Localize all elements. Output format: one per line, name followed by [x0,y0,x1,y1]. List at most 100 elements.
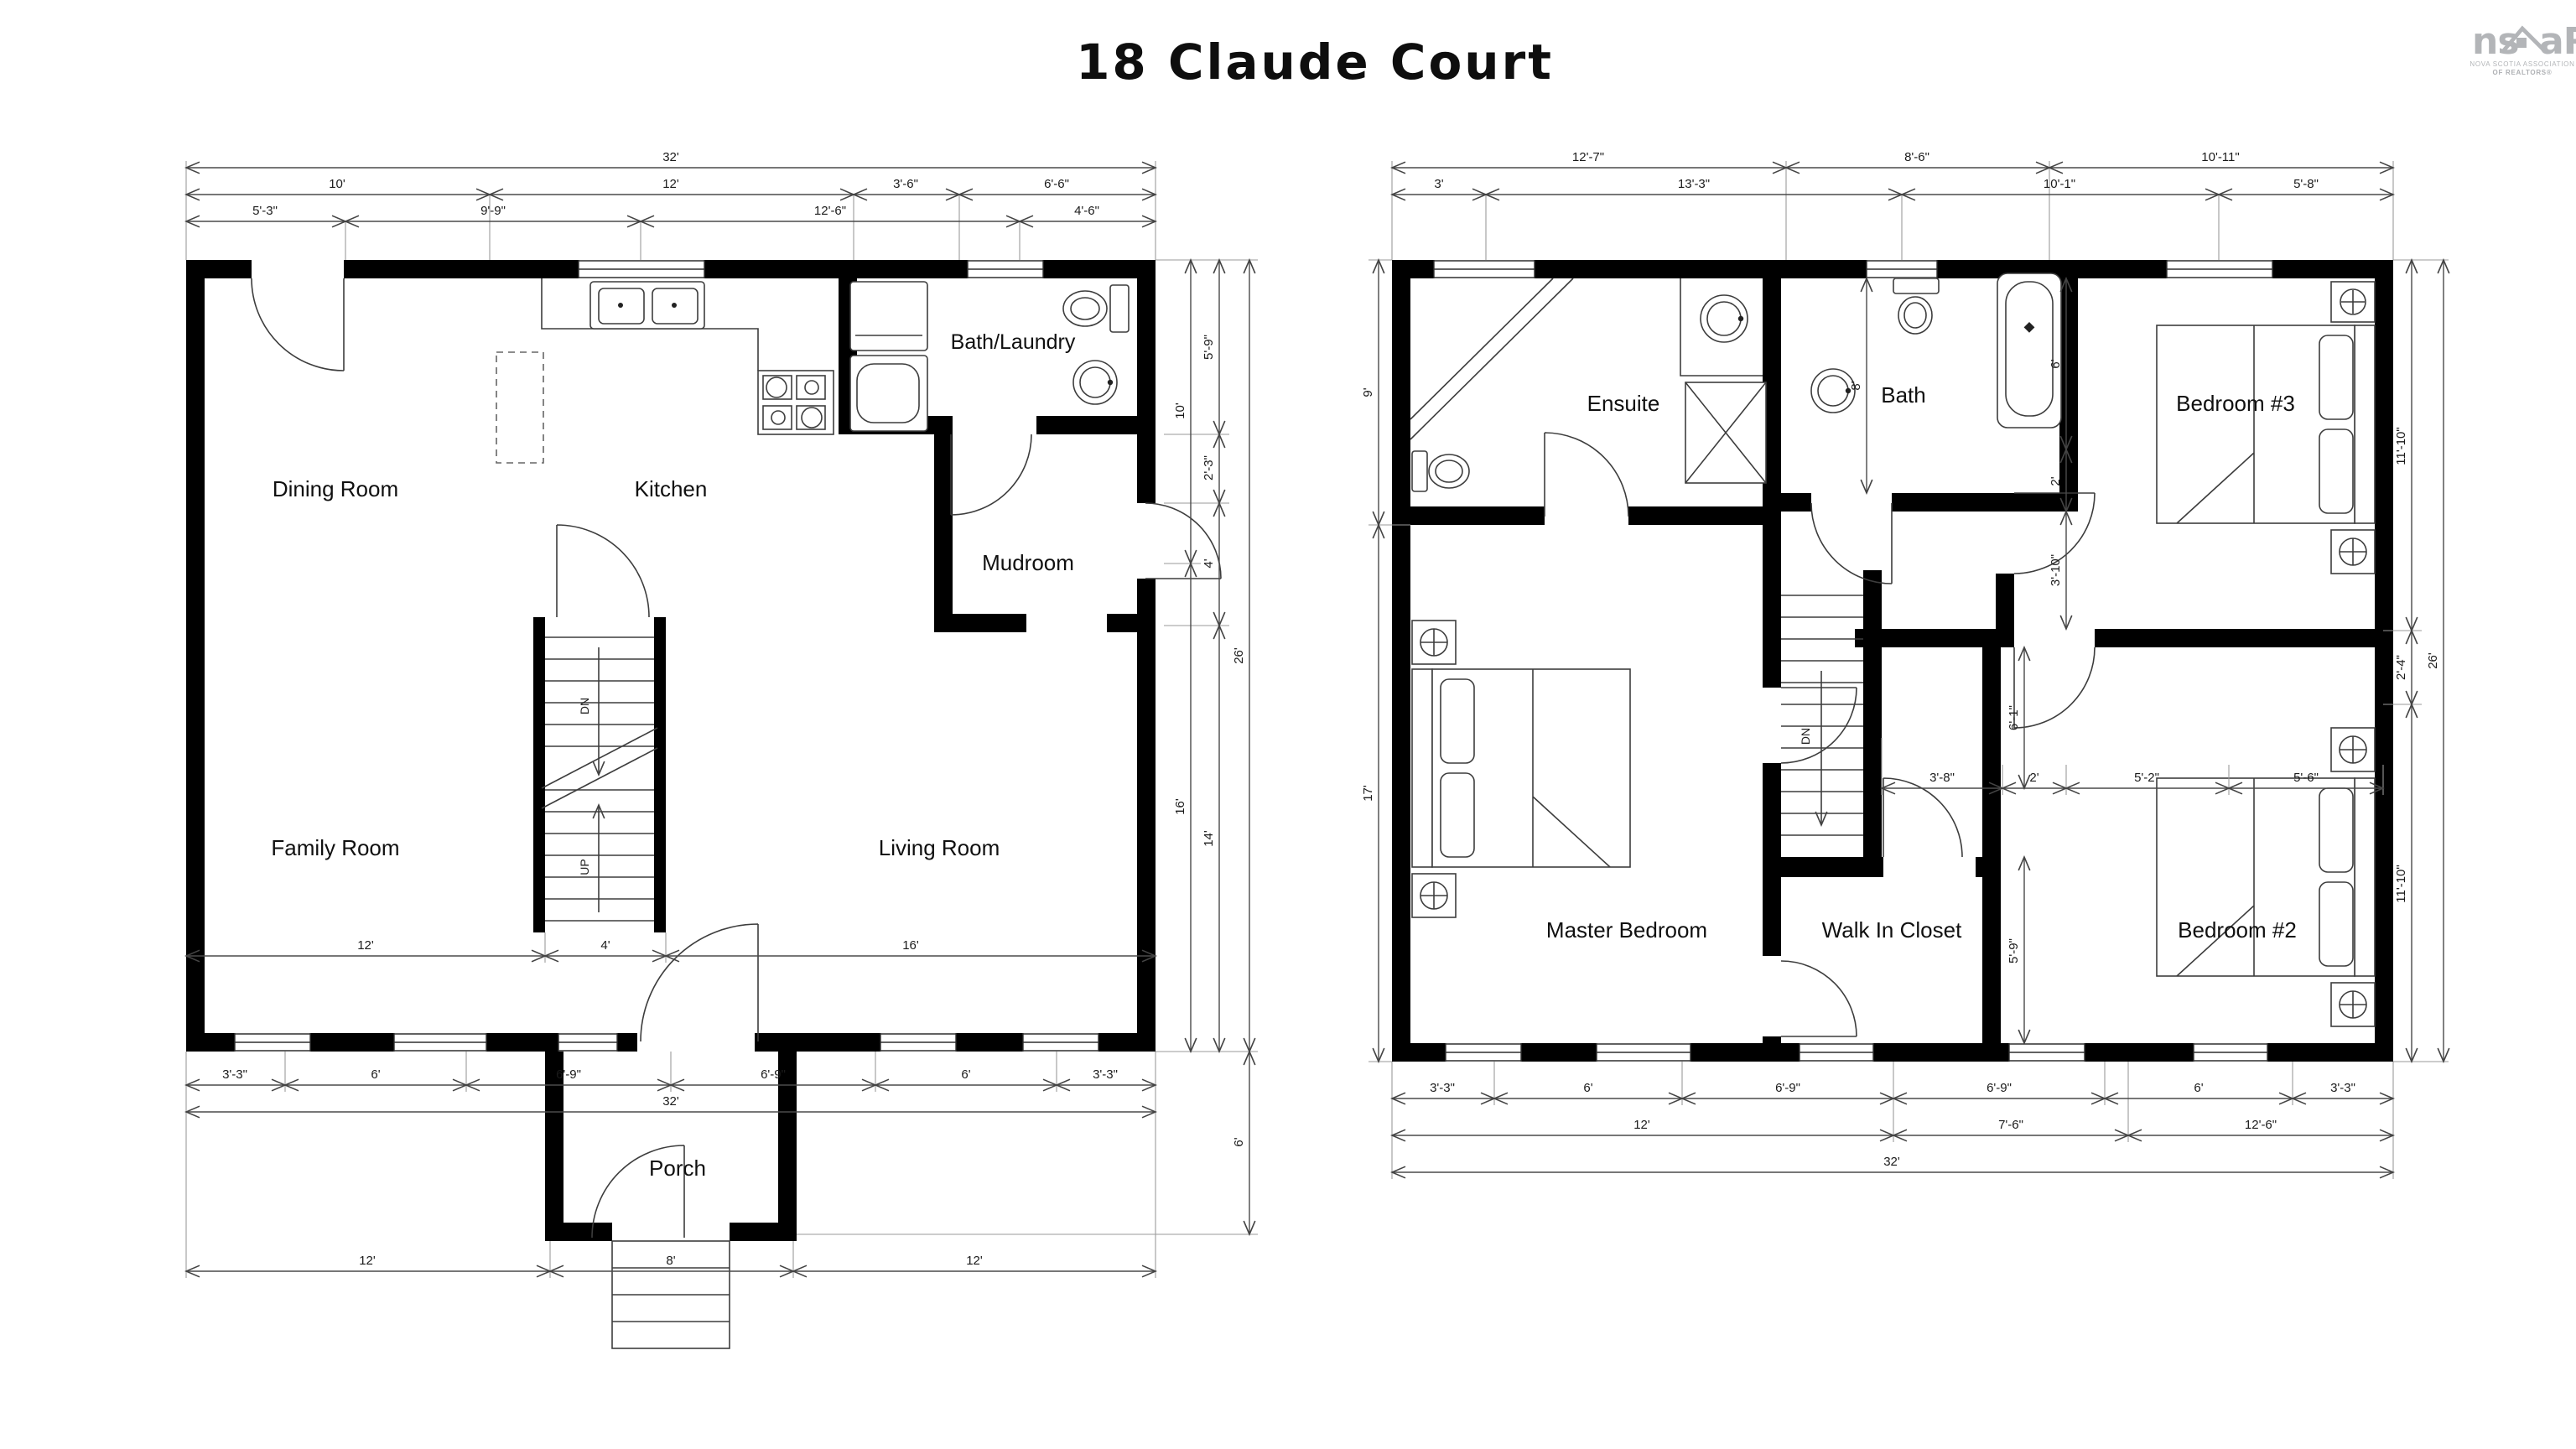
dimension-label: 9' [1361,387,1375,397]
ensuite-fixtures [1410,278,1767,492]
window-icon [967,260,1044,278]
staircase-first-floor [541,636,658,922]
dimension-label: 26' [1232,647,1246,664]
room-label: Mudroom [982,550,1074,575]
room-label: Bath [1881,382,1926,408]
dimension-label: 6'-9" [1987,1081,2012,1095]
window-icon [1596,1043,1691,1062]
window-icon [558,1033,618,1052]
room-label: Ensuite [1587,391,1660,416]
dimension-label: 32' [1883,1155,1900,1169]
logo-tagline-2: OF REALTORS® [2493,69,2553,76]
dimension-label: 6'-6" [1044,177,1069,191]
window-icon [2008,1043,2085,1062]
shower-stall-icon [1685,382,1767,484]
dimension-label: 10'-1" [2044,177,2075,191]
room-label: Dining Room [273,476,398,501]
room-label: Bedroom #3 [2176,391,2295,416]
dimension-label: 6' [371,1067,380,1082]
dimension-label: 26' [2426,652,2440,669]
dimension-label: 12'-6" [2245,1118,2277,1132]
stove-icon [757,370,834,435]
first-floor-plan [186,260,1222,1349]
dimension-label: 5'-9" [1202,335,1216,360]
dimension-label: 12'-7" [1572,150,1604,164]
window-icon [393,1033,487,1052]
dimension-label: 32' [662,1094,679,1109]
window-icon [1799,1043,1874,1062]
window-icons [234,260,2273,1062]
logo-roof-window-icon [2516,38,2527,48]
dimension-label: 8'-6" [1904,150,1929,164]
room-label: Walk In Closet [1822,917,1962,943]
dimension-label: 3'-3" [2330,1081,2355,1095]
master-bed-icon [1411,620,1631,918]
dimension-label: 5'-6" [2293,771,2319,785]
sink-icon [1810,368,1856,413]
dimension-label: 6' [2194,1081,2203,1095]
room-label: Bath/Laundry [951,330,1076,354]
logo-tagline-1: NOVA SCOTIA ASSOCIATION [2470,60,2574,68]
window-icon [1433,260,1535,278]
sink-icon [1072,360,1118,405]
dimension-label: 3'-8" [1929,771,1955,785]
stair-label: DN [578,698,591,714]
window-icon [578,260,705,278]
dimension-label: 4'-6" [1074,204,1099,218]
dimension-label: 6' [2049,359,2063,368]
dimension-label: 10' [329,177,345,191]
dimension-annotations: 32'10'12'3'-6"6'-6"5'-3"9'-9"12'-6"4'-6"… [186,150,2444,1271]
dimension-label: 6' [1583,1081,1592,1095]
bath-fixtures [1810,273,2062,428]
dimension-label: 2'-3" [1202,455,1216,480]
dimension-label: 3'-3" [1093,1067,1118,1082]
dimension-label: 12' [359,1254,376,1268]
room-label: Living Room [879,835,1000,860]
dimension-label: 2' [2029,771,2038,785]
stair-label: UP [578,859,591,875]
dimension-label: 5'-3" [252,204,278,218]
dimension-label: 5'-9" [2007,938,2021,963]
bedroom3-bed-icon [2156,281,2376,574]
tub-drain [2023,322,2035,333]
dimension-label: 10' [1173,402,1187,419]
washer-icon [849,281,928,351]
dimension-label: 16' [1173,798,1187,815]
dimension-label: 2' [2049,476,2063,486]
dimension-label: 12' [357,938,374,953]
dimension-label: 6'-9" [556,1067,581,1082]
dimension-label: 12' [966,1254,983,1268]
dimension-label: 9'-9" [480,204,506,218]
window-icon [1866,260,1938,278]
dimension-label: 11'-10" [2394,427,2408,465]
dimension-label: 6'-9" [761,1067,786,1082]
dimension-label: 3'-10" [2049,554,2063,586]
dimension-label: 7'-6" [1998,1118,2023,1132]
room-label: Family Room [271,835,399,860]
dimension-label: 16' [902,938,919,953]
dryer-icon [849,355,928,432]
dimension-label: 13'-3" [1678,177,1710,191]
room-label: Bedroom #2 [2178,917,2297,943]
dimension-label: 4' [1202,558,1216,568]
dimension-label: 12' [1633,1118,1650,1132]
dimension-label: 11'-10" [2394,865,2408,902]
room-label: Master Bedroom [1546,917,1707,943]
room-label: Porch [649,1156,706,1181]
dimension-label: 2'-4" [2394,655,2408,680]
dimension-label: 3'-3" [222,1067,247,1082]
window-icon [1022,1033,1099,1052]
toilet-icon [1411,450,1470,492]
staircase-second-floor [1781,595,1863,836]
bath-laundry-fixtures [849,281,1130,432]
stair-label: DN [1799,728,1812,745]
nsar-logo: ns aR NOVA SCOTIA ASSOCIATION OF REALTOR… [2470,20,2576,76]
bedroom2-bed-icon [2156,727,2376,1027]
dimension-label: 12'-6" [814,204,846,218]
window-icon [1445,1043,1522,1062]
dishwasher-dashed-icon [496,351,544,464]
toilet-icon [1062,284,1130,333]
window-icon [880,1033,957,1052]
